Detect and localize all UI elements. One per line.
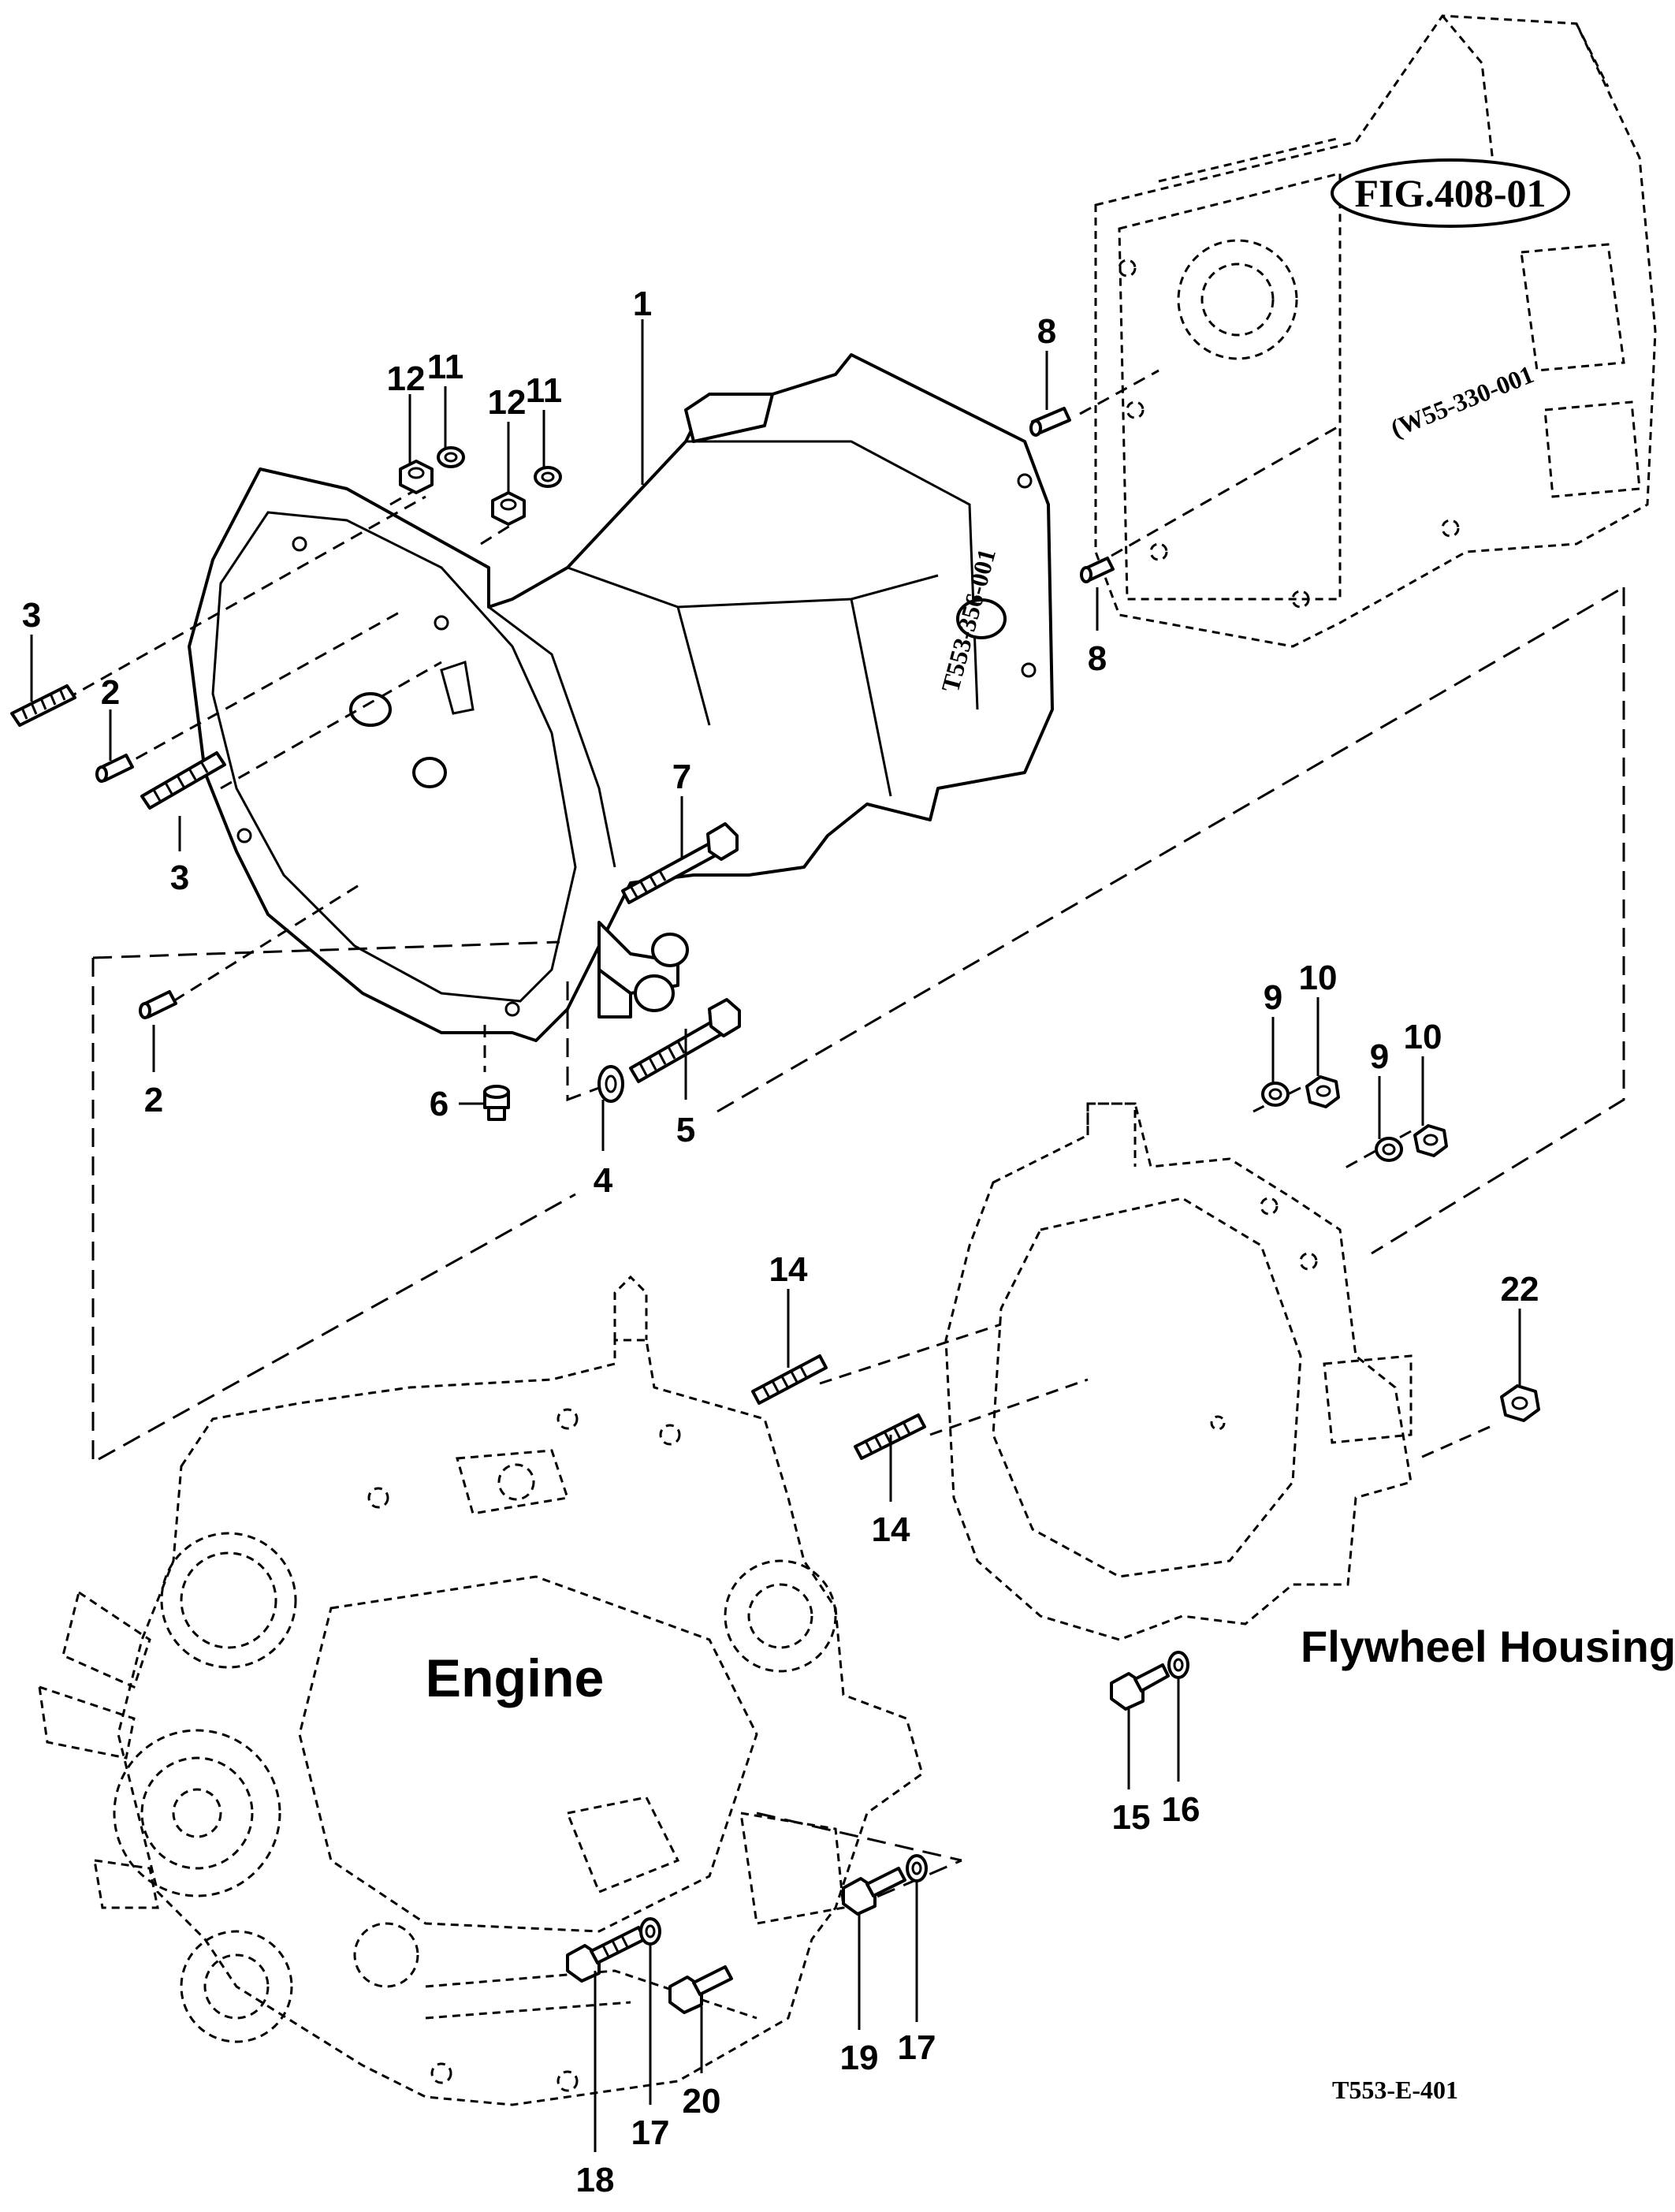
callout-17-left: 17	[631, 2113, 670, 2152]
lock-washer-part-11-right	[534, 466, 562, 488]
bolt-part-15	[1110, 1663, 1170, 1711]
drawing-code: T553-E-401	[1332, 2076, 1458, 2104]
callout-1: 1	[633, 285, 652, 323]
housing-part-code: (W55-330-001	[1387, 359, 1537, 442]
nut-part-12-left	[399, 460, 434, 494]
callout-9-upper: 9	[1264, 978, 1282, 1017]
callout-11-left: 11	[427, 348, 464, 386]
callout-9-lower: 9	[1370, 1037, 1389, 1076]
callout-numbers: 1 2 2 3 3 4 5 6 7 8 8 9 9 10 10 11 11 12…	[22, 285, 1539, 2199]
callout-2-lower: 2	[144, 1081, 163, 1119]
engine-label: Engine	[426, 1648, 605, 1708]
engine-drawing	[38, 1275, 924, 2106]
bolt-part-5	[629, 998, 741, 1083]
washer-part-17-left	[639, 1917, 661, 1946]
bolt-part-7	[621, 822, 739, 904]
dowel-pin-part-8-upper	[1029, 407, 1071, 437]
washer-part-4	[597, 1065, 624, 1103]
stud-part-14-upper	[751, 1354, 828, 1405]
callout-6: 6	[430, 1085, 449, 1123]
callout-12-left: 12	[387, 359, 426, 398]
nut-part-22	[1500, 1384, 1540, 1422]
callout-14-upper: 14	[769, 1250, 808, 1289]
figure-reference: FIG.408-01	[1354, 171, 1546, 215]
callout-10-lower: 10	[1404, 1018, 1442, 1056]
bolt-part-19	[842, 1867, 906, 1916]
callout-8-lower: 8	[1088, 639, 1107, 678]
callout-22: 22	[1501, 1270, 1539, 1309]
washer-part-16	[1167, 1651, 1189, 1679]
washer-part-17-right	[906, 1854, 928, 1882]
callout-16: 16	[1162, 1790, 1200, 1829]
nut-part-10-upper	[1305, 1075, 1340, 1108]
transmission-housing: (W55-330-001	[1094, 14, 1657, 648]
callout-14-lower: 14	[872, 1510, 910, 1549]
callout-3-lower: 3	[170, 858, 189, 897]
callout-4: 4	[594, 1161, 613, 1200]
dowel-pin-part-2-upper	[95, 754, 134, 783]
clutch-housing-part-1: T553-356-001	[188, 353, 1054, 1042]
callout-10-upper: 10	[1299, 959, 1338, 997]
callout-7: 7	[672, 758, 691, 796]
engine-label-box: Engine	[377, 1636, 653, 1719]
callout-15: 15	[1112, 1798, 1151, 1837]
callout-20: 20	[683, 2082, 721, 2121]
callout-5: 5	[676, 1111, 695, 1149]
nut-part-10-lower	[1413, 1124, 1448, 1157]
dowel-pin-part-8-lower	[1080, 557, 1115, 583]
plug-part-6	[483, 1085, 510, 1121]
hardware-parts	[10, 407, 1540, 2014]
dowel-pin-part-2-lower	[139, 990, 177, 1019]
assembly-guide-lines	[47, 369, 1625, 1909]
nut-part-12-right	[491, 491, 526, 526]
figure-reference-bubble: FIG.408-01	[1331, 158, 1570, 228]
stud-part-3-upper	[10, 684, 76, 727]
bolt-part-20	[668, 1965, 733, 2014]
callout-leaders	[30, 319, 1521, 2152]
stud-part-3-lower	[140, 751, 226, 810]
washer-part-9-upper	[1261, 1082, 1290, 1107]
callout-18: 18	[576, 2161, 615, 2199]
callout-3-upper: 3	[22, 596, 41, 635]
bolt-part-18	[566, 1926, 646, 1983]
callout-8-upper: 8	[1037, 312, 1056, 351]
lock-washer-part-11-left	[437, 446, 465, 468]
flywheel-housing-drawing	[944, 1102, 1413, 1641]
flywheel-housing-label: Flywheel Housing	[1301, 1622, 1675, 1671]
callout-17-right: 17	[898, 2028, 936, 2067]
callout-2-upper: 2	[101, 673, 120, 712]
washer-part-9-lower	[1375, 1137, 1403, 1162]
callout-11-right: 11	[526, 371, 563, 410]
callout-12-right: 12	[488, 383, 527, 422]
callout-19: 19	[840, 2039, 879, 2077]
